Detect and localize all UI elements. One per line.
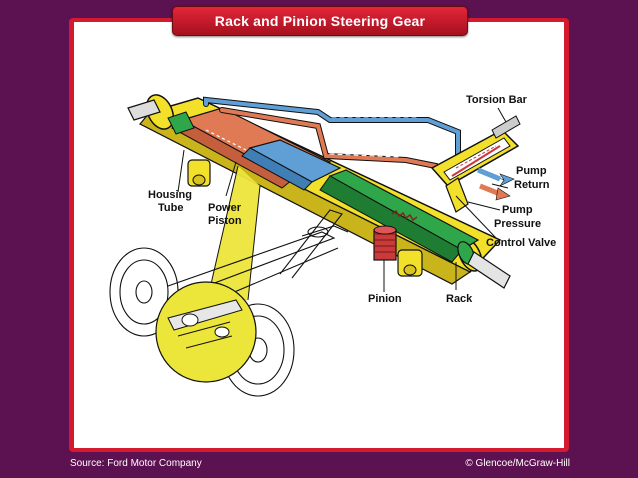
label-torsion-bar: Torsion Bar: [466, 94, 528, 106]
label-pinion: Pinion: [368, 293, 402, 305]
label-housing-tube-line1: Housing: [148, 189, 192, 201]
title-banner: Rack and Pinion Steering Gear: [172, 6, 468, 36]
rack-left-end: [167, 111, 195, 135]
label-pump-return-line2: Return: [514, 179, 550, 191]
label-power-piston-line1: Power: [208, 202, 242, 214]
pump-pressure-arrow: [479, 183, 511, 201]
pump-return-arrow: [477, 167, 515, 187]
source-credit: Source: Ford Motor Company: [70, 458, 202, 469]
leader-lines: [177, 107, 509, 292]
power-piston: [241, 139, 342, 191]
label-pump-pressure-line2: Pressure: [494, 218, 541, 230]
control-valve: [430, 129, 520, 213]
label-pump-pressure-line1: Pump: [502, 204, 533, 216]
rack: [319, 169, 511, 289]
slide-title: Rack and Pinion Steering Gear: [214, 13, 426, 29]
label-pump-return: Pump Return: [514, 165, 550, 191]
label-pump-return-line1: Pump: [516, 165, 547, 177]
zoom-spot: [155, 281, 257, 383]
label-housing-tube: Housing Tube: [148, 189, 192, 214]
copyright-notice: © Glencoe/McGraw-Hill: [465, 458, 570, 469]
torsion-bar: [491, 115, 521, 139]
label-pump-pressure: Pump Pressure: [494, 204, 541, 230]
label-control-valve: Control Valve: [486, 237, 556, 249]
pinion-gear: [373, 225, 397, 261]
label-power-piston: Power Piston: [208, 202, 242, 227]
label-housing-tube-line2: Tube: [158, 202, 183, 214]
tie-rod-left: [127, 99, 161, 121]
label-power-piston-line2: Piston: [208, 215, 242, 227]
label-rack: Rack: [446, 293, 473, 305]
